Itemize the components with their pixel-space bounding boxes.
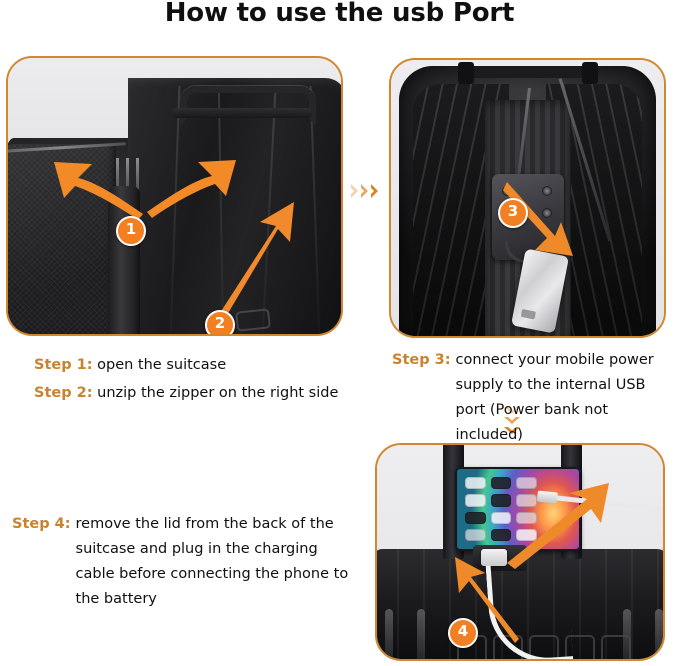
caption-step-2: Step 2: unzip the zipper on the right si…: [34, 381, 338, 406]
caption-step-3: Step 3: connect your mobile power supply…: [392, 348, 672, 448]
chevron-down-icon: [504, 417, 520, 424]
screw-icon: [541, 208, 552, 218]
chevron-right-icon: [371, 184, 378, 198]
usb-plug: [481, 549, 507, 566]
telescoping-rod: [136, 158, 139, 196]
step-1-label: Step 1:: [34, 357, 93, 373]
chevron-right-icon: [361, 184, 368, 198]
arrow-up-right-icon: [507, 483, 609, 569]
step-1-text: open the suitcase: [97, 357, 227, 373]
suitcase-carry-handle: [180, 86, 316, 126]
handle-base: [172, 108, 312, 118]
page-title: How to use the usb Port: [164, 0, 515, 28]
arrow-up-right-icon: [218, 202, 294, 320]
step-2-text: unzip the zipper on the right side: [97, 385, 339, 401]
badge-step-3: 3: [498, 198, 528, 228]
smartphone: [455, 467, 581, 551]
transition-right-chevrons: [350, 183, 380, 199]
phone-app-grid: [465, 477, 537, 541]
suitcase-back-panel: [377, 549, 663, 659]
caption-step-4: Step 4: remove the lid from the back of …: [12, 512, 357, 612]
chevron-down-icon: [504, 407, 520, 414]
telescoping-rod: [126, 158, 129, 196]
usb-port-photo: 4: [377, 445, 663, 659]
arrow-up-left-icon: [455, 557, 519, 643]
step-4-label: Step 4:: [12, 516, 71, 532]
photo-panel-usb-port: 4: [375, 443, 665, 661]
suitcase-interior-photo: 3: [391, 60, 664, 336]
arrow-right-icon: [147, 160, 236, 218]
suitcase-opening-photo: 1 2: [8, 58, 341, 334]
telescoping-rod: [116, 158, 119, 196]
badge-step-2: 2: [205, 310, 235, 334]
photo-panel-power-bank: 3: [389, 58, 666, 338]
arrow-left-icon: [54, 162, 143, 220]
step-4-text: remove the lid from the back of the suit…: [75, 516, 349, 607]
transition-down-chevrons: [503, 406, 521, 436]
chevron-right-icon: [351, 184, 358, 198]
step-3-text: connect your mobile power supply to the …: [455, 352, 654, 443]
chevron-down-icon: [504, 427, 520, 434]
screw-icon: [541, 186, 552, 196]
photo-panel-open-suitcase: 1 2: [6, 56, 343, 336]
step-3-label: Step 3:: [392, 352, 451, 368]
badge-step-4: 4: [448, 618, 478, 648]
step-2-label: Step 2:: [34, 385, 93, 401]
caption-step-1: Step 1: open the suitcase: [34, 353, 226, 378]
interior-strap: [457, 62, 598, 84]
badge-step-1: 1: [116, 216, 146, 246]
